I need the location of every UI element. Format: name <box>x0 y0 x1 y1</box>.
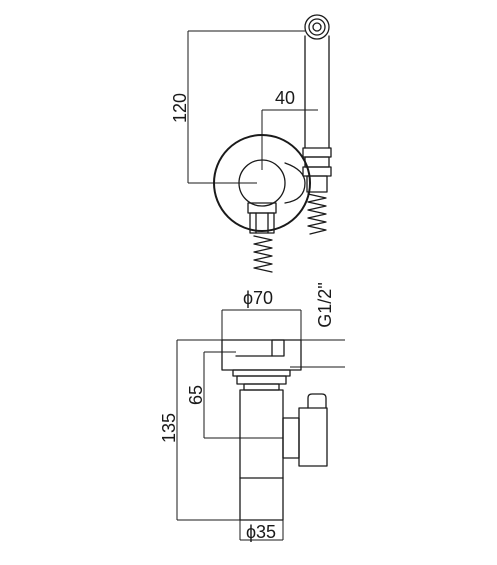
dimension-120-label: 120 <box>170 93 190 123</box>
dimension-40-label: 40 <box>275 88 295 108</box>
dimension-135-lines <box>176 339 240 521</box>
coupling-nut <box>232 369 291 391</box>
dimension-120-lines <box>187 30 305 184</box>
thread-dimension-lines <box>290 339 345 368</box>
dimension-diameter-70-lines <box>221 309 302 340</box>
dimension-65-label: 65 <box>186 385 206 405</box>
dimension-diameter-35-label: ϕ35 <box>246 522 276 542</box>
dimension-diameter-35-lines <box>239 520 284 541</box>
wall-flange <box>221 339 302 371</box>
side-view: ϕ70 G1/2" <box>159 282 345 542</box>
thread-size-label: G1/2" <box>315 282 335 327</box>
dimension-diameter-70-label: ϕ70 <box>243 288 273 308</box>
valve-outlet-handle <box>282 393 328 467</box>
angle-valve-plan <box>247 202 277 273</box>
hand-shower-head <box>304 14 330 40</box>
valve-body <box>239 389 284 521</box>
wall-bracket <box>213 134 311 232</box>
hand-shower-handle <box>302 35 332 235</box>
dimension-135-label: 135 <box>159 413 179 443</box>
dimension-65-lines <box>203 351 283 439</box>
top-view: 120 40 <box>170 14 332 273</box>
